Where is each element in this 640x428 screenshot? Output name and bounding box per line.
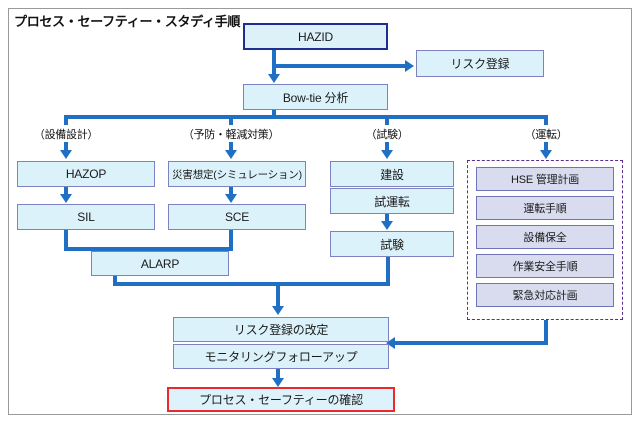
node-bowtie-label: Bow-tie 分析 xyxy=(282,90,349,105)
connector-hazid-to-risk-register xyxy=(272,64,407,68)
connector-sce-to-alarp xyxy=(155,247,233,251)
node-bowtie[interactable]: Bow-tie 分析 xyxy=(243,84,388,110)
node-disaster-simulation[interactable]: 災害想定(シミュレーション) xyxy=(168,161,306,187)
connector-branch4-down xyxy=(544,142,548,152)
node-sce-label: SCE xyxy=(224,210,250,224)
node-commissioning-label: 試運転 xyxy=(374,194,410,209)
branch-label-testing: （試験） xyxy=(365,129,409,141)
node-construction[interactable]: 建設 xyxy=(330,161,454,187)
arrowhead-branch1 xyxy=(60,150,72,159)
node-risk-register-label: リスク登録 xyxy=(450,57,510,71)
node-work-safety-procedure[interactable]: 作業安全手順 xyxy=(476,254,614,278)
connector-branch-tick-4 xyxy=(544,115,548,125)
connector-hazop-to-sil xyxy=(64,187,68,196)
connector-branch-tick-3 xyxy=(385,115,389,125)
arrowhead-hazop-to-sil xyxy=(60,194,72,203)
connector-test-down xyxy=(386,257,390,286)
arrowhead-branch3 xyxy=(381,150,393,159)
branch-label-equipment-design: （設備設計） xyxy=(33,129,99,141)
node-sil[interactable]: SIL xyxy=(17,204,155,230)
operation-group-container xyxy=(467,160,623,320)
arrowhead-to-bowtie xyxy=(268,74,280,83)
node-monitoring-followup-label: モニタリングフォローアップ xyxy=(204,350,358,364)
node-hse-management-plan-label: HSE 管理計画 xyxy=(510,174,580,186)
node-emergency-response-plan-label: 緊急対応計画 xyxy=(512,290,578,302)
connector-merge-bar xyxy=(113,282,390,286)
connector-branch2-down xyxy=(229,142,233,152)
connector-operation-feedback xyxy=(395,341,548,345)
arrowhead-to-risk-register xyxy=(405,60,414,72)
arrowhead-operation-feedback xyxy=(386,337,395,349)
connector-sce-down xyxy=(229,230,233,251)
node-operating-procedure[interactable]: 運転手順 xyxy=(476,196,614,220)
connector-commissioning-to-test xyxy=(385,214,389,224)
node-sil-label: SIL xyxy=(77,210,95,224)
node-risk-register-revision-label: リスク登録の改定 xyxy=(233,323,329,337)
node-hazop-label: HAZOP xyxy=(65,167,107,181)
node-hazid-label: HAZID xyxy=(297,29,333,44)
node-construction-label: 建設 xyxy=(380,167,404,182)
node-alarp-label: ALARP xyxy=(140,256,180,271)
connector-monitoring-to-confirmation xyxy=(276,369,280,381)
connector-branch-tick-1 xyxy=(64,115,68,125)
node-emergency-response-plan[interactable]: 緊急対応計画 xyxy=(476,283,614,307)
arrowhead-branch4 xyxy=(540,150,552,159)
connector-operation-down xyxy=(544,320,548,345)
arrowhead-to-confirmation xyxy=(272,378,284,387)
node-commissioning[interactable]: 試運転 xyxy=(330,188,454,214)
connector-sil-down xyxy=(64,230,68,251)
branch-label-operation: （運転） xyxy=(524,129,568,141)
connector-distribution-bar xyxy=(64,115,548,119)
node-work-safety-procedure-label: 作業安全手順 xyxy=(512,261,578,273)
connector-hazid-to-bowtie xyxy=(272,64,276,77)
page-title: プロセス・セーフティー・スタディ手順 xyxy=(14,14,241,29)
node-equipment-maintenance[interactable]: 設備保全 xyxy=(476,225,614,249)
node-disaster-simulation-label: 災害想定(シミュレーション) xyxy=(172,168,302,181)
connector-alarp-down xyxy=(113,276,117,286)
branch-label-prevention-mitigation: （予防・軽減対策） xyxy=(182,129,280,141)
node-process-safety-confirmation[interactable]: プロセス・セーフティーの確認 xyxy=(167,387,395,412)
arrowhead-disaster-to-sce xyxy=(225,194,237,203)
connector-sil-to-alarp xyxy=(64,247,157,251)
node-alarp[interactable]: ALARP xyxy=(91,251,229,276)
node-risk-register[interactable]: リスク登録 xyxy=(416,50,544,77)
connector-merge-down xyxy=(276,282,280,309)
connector-branch-tick-2 xyxy=(229,115,233,125)
node-equipment-maintenance-label: 設備保全 xyxy=(523,232,567,244)
connector-branch3-down xyxy=(385,142,389,152)
connector-bowtie-stem xyxy=(272,110,276,118)
node-sce[interactable]: SCE xyxy=(168,204,306,230)
node-test[interactable]: 試験 xyxy=(330,231,454,257)
node-risk-register-revision[interactable]: リスク登録の改定 xyxy=(173,317,389,342)
connector-disaster-to-sce xyxy=(229,187,233,196)
node-test-label: 試験 xyxy=(380,237,404,252)
node-hazid[interactable]: HAZID xyxy=(243,23,388,50)
arrowhead-commissioning-to-test xyxy=(381,221,393,230)
node-process-safety-confirmation-label: プロセス・セーフティーの確認 xyxy=(199,393,363,407)
node-hazop[interactable]: HAZOP xyxy=(17,161,155,187)
arrowhead-branch2 xyxy=(225,150,237,159)
node-monitoring-followup[interactable]: モニタリングフォローアップ xyxy=(173,344,389,369)
node-operating-procedure-label: 運転手順 xyxy=(523,203,567,215)
connector-hazid-stem xyxy=(272,50,276,66)
node-hse-management-plan[interactable]: HSE 管理計画 xyxy=(476,167,614,191)
arrowhead-to-risk-register-revision xyxy=(272,306,284,315)
connector-branch1-down xyxy=(64,142,68,152)
